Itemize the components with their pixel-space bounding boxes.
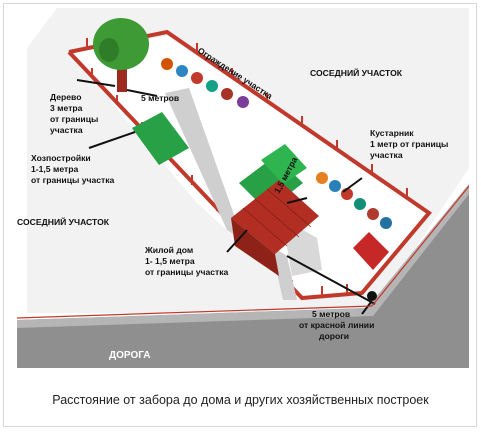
tree-label-3: от границы <box>50 114 98 124</box>
house-label-3: от границы участка <box>145 267 229 277</box>
tree-crown-shade <box>99 38 119 62</box>
house-wall <box>231 218 279 276</box>
plot-interior <box>69 36 429 298</box>
road-label: ДОРОГА <box>109 350 150 361</box>
five-meters-label: 5 метров <box>141 93 179 103</box>
outbuilding-left <box>132 112 189 165</box>
shrub-label-1: Кустарник <box>370 128 414 138</box>
red-line-road <box>17 305 373 319</box>
house-roof-tiles <box>242 188 312 247</box>
house-roof <box>231 180 319 254</box>
shed <box>353 232 389 270</box>
shrub-row <box>161 58 392 229</box>
house-label-2: 1- 1,5 метра <box>145 256 195 266</box>
tree-label-4: участка <box>50 125 83 135</box>
red-line-label-2: от красной линии <box>299 320 374 330</box>
red-line-label-3: дороги <box>319 331 349 341</box>
tree-label-1: Дерево <box>50 92 81 102</box>
tree-label-2: 3 метра <box>50 103 83 113</box>
red-line-road-2 <box>371 185 469 307</box>
measurement-arrows <box>76 79 376 315</box>
tree-trunk <box>117 56 127 92</box>
red-line-label-1: 5 метров <box>312 309 350 319</box>
site-layout-diagram: Ограждение участка СОСЕДНИЙ УЧАСТОК СОСЕ… <box>17 8 469 368</box>
outbuilding-middle-top <box>261 144 307 184</box>
red-line-marker <box>367 291 377 301</box>
figure-caption: Расстояние от забора до дома и других хо… <box>52 393 429 407</box>
neighbor-left-label: СОСЕДНИЙ УЧАСТОК <box>17 216 110 227</box>
outbuildings-label-1: Хозпостройки <box>31 153 91 163</box>
outbuildings-label-3: от границы участка <box>31 175 115 185</box>
house-label-1: Жилой дом <box>144 245 193 255</box>
neighbor-top-label: СОСЕДНИЙ УЧАСТОК <box>310 67 403 78</box>
shrub-label-3: участка <box>370 150 403 160</box>
outbuildings-label-2: 1-1,5 метра <box>31 164 78 174</box>
shrub-label-2: 1 метр от границы <box>370 139 448 149</box>
